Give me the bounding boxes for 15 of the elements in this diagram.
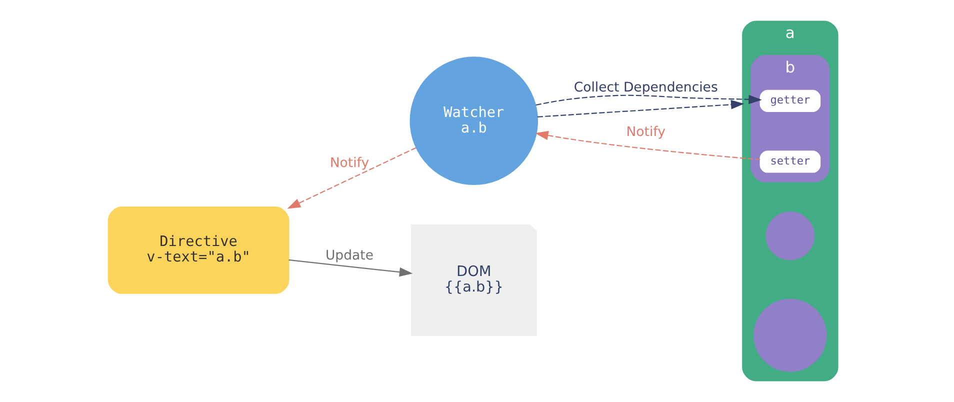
node-circle: Watcher a.b (409, 56, 538, 185)
node-circle (765, 212, 814, 260)
node-box: Directive v-text="a.b" (107, 206, 289, 294)
edge-label: Notify (626, 124, 665, 140)
arrow (536, 100, 744, 118)
node-box: setter (759, 150, 820, 173)
arrow (286, 147, 416, 209)
edge-label: Update (324, 248, 374, 264)
arrow (534, 130, 760, 160)
edge-label: Collect Dependencies (573, 80, 718, 96)
edge-label: Notify (329, 156, 369, 171)
arrow (288, 259, 412, 277)
node-circle (753, 298, 826, 372)
node-box: getter (759, 90, 820, 112)
arrow (535, 94, 762, 106)
